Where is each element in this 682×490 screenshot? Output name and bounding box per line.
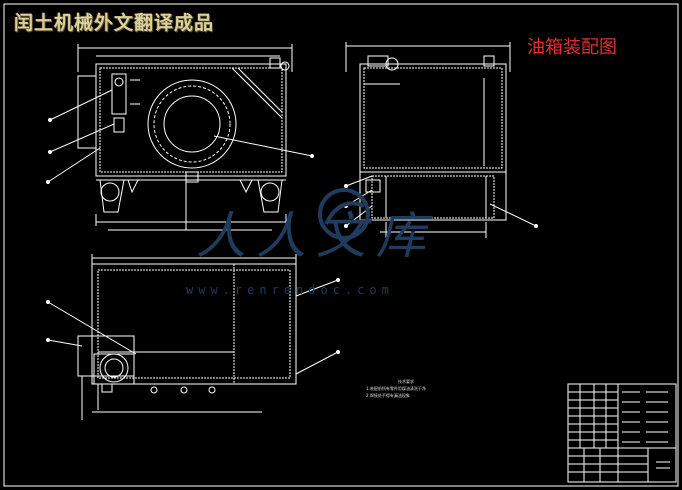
side-view-balloons: [344, 184, 538, 228]
front-view: [47, 44, 313, 231]
title-block-text-marks: [622, 391, 668, 443]
watermark-url: www.renrendoc.com: [186, 283, 394, 297]
tech-note-item: 2.焊接处不得有漏油现象: [366, 393, 410, 398]
title-block: [567, 383, 677, 483]
top-view-balloons: [46, 278, 340, 354]
front-view-balloons: [46, 118, 314, 184]
top-view: [47, 254, 339, 420]
watermark-logo: [318, 188, 370, 240]
tech-note-item: 1.装配前所有零件用煤油清洗干净: [366, 386, 426, 391]
watermark-text: 人人文库: [196, 207, 436, 265]
header-title: 闰土机械外文翻译成品: [14, 12, 215, 34]
tech-notes-title: 技术要求: [398, 379, 414, 384]
drawing-border: [3, 3, 679, 487]
drawing-title: 油箱装配图: [527, 37, 617, 58]
technical-requirements: 技术要求 1.装配前所有零件用煤油清洗干净 2.焊接处不得有漏油现象: [366, 378, 446, 399]
